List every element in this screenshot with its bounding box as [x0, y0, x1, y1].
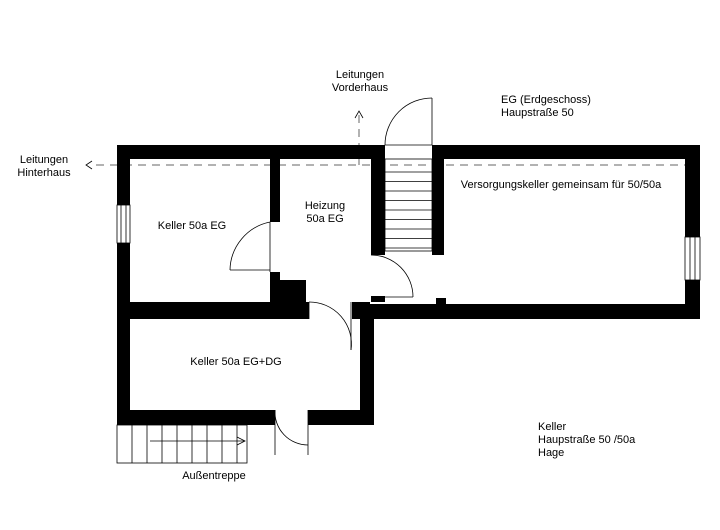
door-stair-top — [384, 97, 433, 146]
wall — [270, 159, 280, 222]
wall — [117, 302, 309, 319]
stairs-inner — [384, 158, 433, 252]
room-label-versorgungskeller: Versorgungskeller gemeinsam für 50/50a — [461, 179, 662, 191]
legend-text: Keller — [538, 421, 566, 433]
label-aussentreppe: Außentreppe — [182, 470, 246, 482]
legend-text: Hage — [538, 447, 564, 459]
door-heizung — [308, 301, 352, 351]
wall — [432, 159, 444, 255]
room-label-heizung: 50a EG — [306, 213, 343, 225]
walls — [117, 145, 700, 425]
labels: Leitungen Vorderhaus Leitungen Hinterhau… — [17, 69, 662, 482]
arrow-left-icon — [85, 160, 93, 170]
window-right — [684, 236, 701, 281]
label-leitungen-hinterhaus: Hinterhaus — [17, 167, 71, 179]
door-outside — [274, 409, 309, 446]
wall — [371, 145, 385, 255]
label-floor: Haupstraße 50 — [501, 107, 574, 119]
stairs-outside — [116, 424, 248, 464]
wall — [685, 145, 700, 237]
room-label-heizung: Heizung — [305, 200, 345, 212]
windows — [116, 204, 701, 281]
legend-text: Haupstraße 50 /50a — [538, 434, 636, 446]
utility-lines — [85, 110, 700, 170]
wall — [117, 145, 385, 159]
label-leitungen-hinterhaus: Leitungen — [20, 154, 68, 166]
wall — [360, 319, 374, 425]
room-label-keller-50a-egdg: Keller 50a EG+DG — [190, 356, 281, 368]
arrow-up-icon — [354, 110, 364, 119]
label-floor: EG (Erdgeschoss) — [501, 94, 591, 106]
doors — [229, 97, 433, 455]
label-leitungen-vorderhaus: Vorderhaus — [332, 82, 389, 94]
wall — [432, 145, 700, 159]
wall — [371, 296, 385, 302]
wall — [117, 410, 275, 425]
wall — [117, 243, 130, 319]
door-stair-bottom — [370, 254, 414, 298]
wall — [352, 302, 370, 319]
room-label-keller-50a-eg: Keller 50a EG — [158, 220, 226, 232]
wall — [308, 410, 374, 425]
label-leitungen-vorderhaus: Leitungen — [336, 69, 384, 81]
wall — [270, 272, 280, 302]
wall — [117, 145, 130, 205]
window-left — [116, 204, 131, 244]
arrow-right-icon — [236, 436, 246, 446]
wall — [117, 319, 130, 425]
wall — [436, 298, 446, 304]
chimney-block — [280, 280, 306, 302]
wall — [370, 304, 700, 319]
